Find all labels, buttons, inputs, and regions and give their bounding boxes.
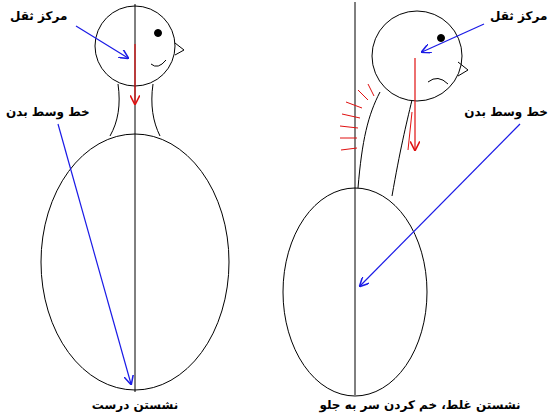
leader-arrow bbox=[422, 24, 484, 52]
gravity-arrow bbox=[134, 44, 135, 104]
leader-arrow bbox=[58, 124, 131, 384]
wrong-figure bbox=[283, 2, 468, 396]
part-label: خط وسط بدن bbox=[462, 104, 550, 120]
caption-label: نشستن درست bbox=[90, 397, 180, 413]
part-label: مرکز ثقل bbox=[8, 8, 69, 24]
leader-arrow bbox=[76, 26, 128, 58]
part-label: خط وسط بدن bbox=[4, 104, 92, 120]
gravity-arrow bbox=[414, 58, 415, 150]
strain-marks bbox=[340, 84, 412, 150]
part-label: مرکز ثقل bbox=[488, 8, 549, 24]
leader-arrow bbox=[360, 124, 520, 286]
correct-figure bbox=[41, 4, 229, 392]
caption-label: نشستن غلط، خم کردن سر به جلو bbox=[317, 397, 522, 413]
